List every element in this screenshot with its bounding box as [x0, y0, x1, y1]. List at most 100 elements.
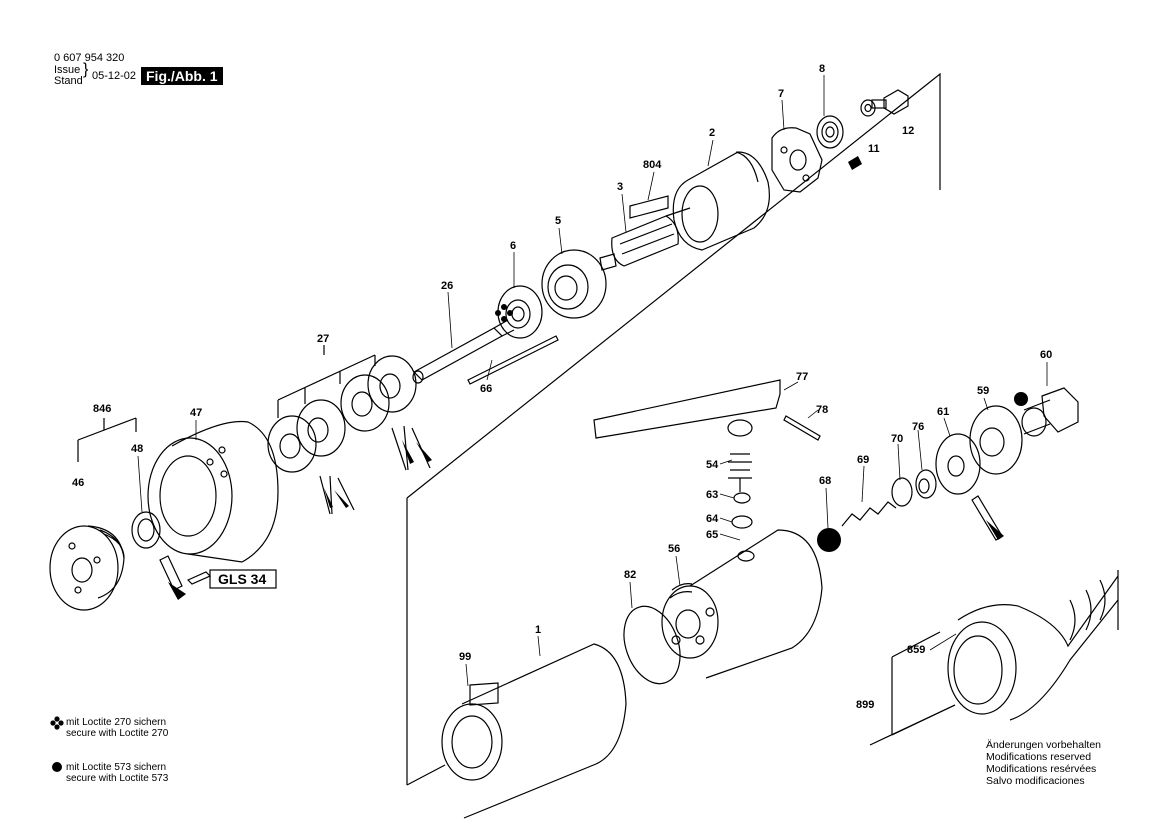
legend-clover-line2: secure with Loctite 270 [66, 728, 169, 739]
part-82-oring [623, 605, 681, 685]
part-2-cylinder [672, 151, 770, 251]
figure-label: Fig./Abb. 1 [141, 67, 223, 85]
callout-54: 54 [706, 459, 719, 471]
part-77-lever [593, 379, 781, 439]
legend-clover-line1: mit Loctite 270 sichern [66, 717, 167, 728]
part-11-washer [860, 99, 876, 117]
callout-12: 12 [902, 125, 914, 137]
pliers-icon [848, 156, 862, 170]
callout-70: 70 [891, 433, 903, 445]
callout-3: 3 [617, 181, 623, 193]
part-56-valve-body [661, 529, 823, 679]
part-78-pin [783, 415, 821, 441]
part-number: 0 607 954 320 [54, 52, 125, 64]
part-26-spindle [412, 319, 515, 384]
callout-82: 82 [624, 569, 636, 581]
part-70-screen [891, 477, 913, 507]
callout-27: 27 [317, 333, 329, 345]
callout-11: 11 [868, 143, 880, 155]
callout-46: 46 [72, 477, 84, 489]
part-804-blade [629, 195, 669, 219]
modifications-es: Salvo modificaciones [986, 775, 1085, 787]
part-47-housing [147, 420, 279, 563]
callout-5: 5 [555, 215, 561, 227]
pliers-icon [986, 520, 1004, 540]
legend-dot-icon [52, 762, 62, 772]
clover-icon [495, 304, 513, 322]
dot-icon [1014, 392, 1028, 406]
part-3-rotor [599, 207, 691, 271]
grease-tube-label: GLS 34 [218, 571, 266, 587]
callout-60: 60 [1040, 349, 1052, 361]
stand-label: Stand [54, 75, 83, 87]
callout-65: 65 [706, 529, 718, 541]
callout-64: 64 [706, 513, 719, 525]
callout-846: 846 [93, 403, 111, 415]
part-48-ring [131, 511, 161, 549]
callout-56: 56 [668, 543, 680, 555]
dot-icon [817, 528, 841, 552]
frame-line [406, 764, 446, 786]
callout-47: 47 [190, 407, 202, 419]
pliers-icon [319, 425, 431, 515]
part-76-seat [915, 469, 937, 499]
part-1-sleeve [441, 643, 627, 819]
part-8-bearing [816, 115, 844, 149]
part-59-washer [969, 405, 1023, 475]
part-7-endplate [771, 127, 823, 193]
part-27-washers [267, 355, 417, 473]
callout-61: 61 [937, 406, 949, 418]
modifications-de: Änderungen vorbehalten [986, 739, 1102, 751]
modifications-fr: Modifications resérvées [986, 763, 1097, 775]
frame-line [406, 72, 941, 499]
part-63-seal [733, 492, 751, 504]
callout-859-bracket [891, 631, 956, 736]
legend-dot-line2: secure with Loctite 573 [66, 773, 169, 784]
callout-27-bracket [277, 345, 376, 418]
part-5-endplate [541, 249, 607, 319]
modifications-en: Modifications reserved [986, 751, 1092, 763]
legend-dot-line1: mit Loctite 573 sichern [66, 762, 167, 773]
callout-69: 69 [857, 454, 869, 466]
callout-48: 48 [131, 443, 143, 455]
callout-66: 66 [480, 383, 492, 395]
part-46-endcap [49, 525, 125, 611]
callout-859: 859 [907, 644, 925, 656]
brace-glyph: } [83, 61, 89, 78]
part-6-bearing [497, 285, 543, 339]
callout-7: 7 [778, 88, 784, 100]
pliers-icon [168, 582, 186, 600]
callout-899: 899 [856, 699, 874, 711]
callout-1: 1 [535, 624, 541, 636]
callout-26: 26 [441, 280, 453, 292]
callout-78: 78 [816, 404, 828, 416]
callout-76: 76 [912, 421, 924, 433]
callout-63: 63 [706, 489, 718, 501]
callout-2: 2 [709, 127, 715, 139]
callout-77: 77 [796, 371, 808, 383]
part-859-hose-coupling [947, 570, 1119, 721]
callout-8: 8 [819, 63, 825, 75]
part-64-ring [731, 515, 753, 529]
pliers-icon [324, 488, 349, 508]
pliers-icon [159, 555, 183, 591]
callout-68: 68 [819, 475, 831, 487]
part-61-washer [935, 433, 981, 495]
modifications-note: Änderungen vorbehalten Modifications res… [986, 739, 1101, 787]
callout-6: 6 [510, 240, 516, 252]
issue-date: 05-12-02 [92, 70, 137, 82]
grease-tube-icon [186, 569, 277, 589]
legend-clover-icon [50, 716, 64, 730]
callout-99: 99 [459, 651, 471, 663]
part-12-bolt [871, 89, 909, 115]
part-69-spring [841, 501, 897, 527]
callout-59: 59 [977, 385, 989, 397]
issue-label: Issue [54, 64, 81, 76]
callout-804: 804 [643, 159, 662, 171]
part-66-pin [467, 335, 559, 385]
part-60-inlet [1021, 387, 1079, 437]
part-54-plunger [727, 419, 753, 492]
pliers-icon [402, 440, 432, 464]
callout-846-bracket [77, 417, 137, 462]
